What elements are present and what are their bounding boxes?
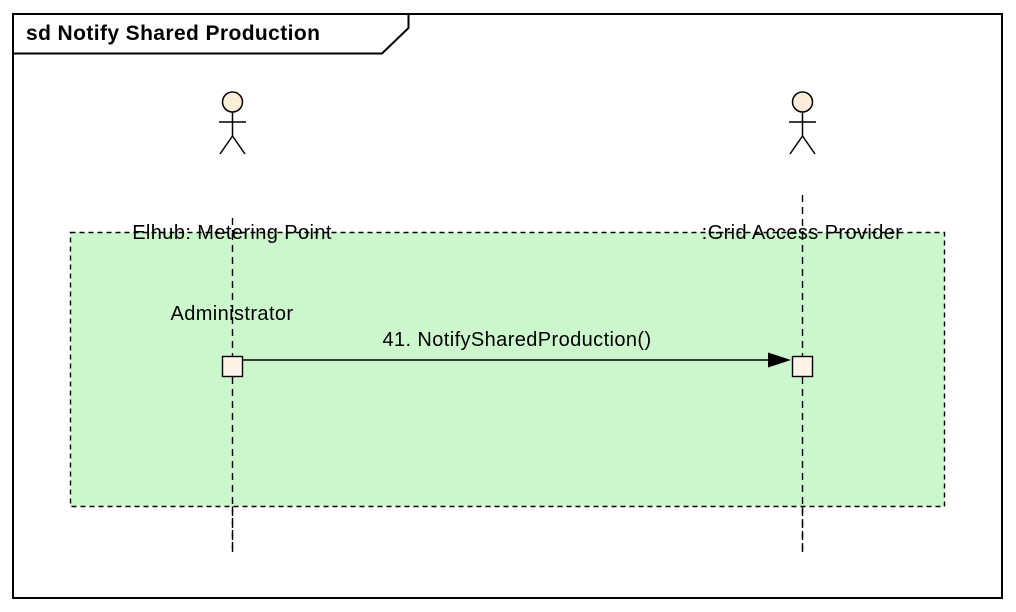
actor-label-line: Administrator bbox=[170, 303, 294, 325]
diagram-frame bbox=[12, 13, 1003, 599]
actor-figure-grid-access-provider bbox=[789, 91, 816, 155]
message-arrowhead-icon bbox=[768, 352, 791, 368]
frame-title: sd Notify Shared Production bbox=[26, 22, 321, 45]
actor-head-left bbox=[221, 91, 244, 113]
message-label: 41. NotifySharedProduction() bbox=[382, 329, 652, 351]
actor-leg-right-1 bbox=[789, 135, 804, 155]
actor-label-grid-access-provider: :Grid Access Provider bbox=[652, 166, 952, 301]
actor-label-line: :Grid Access Provider bbox=[701, 222, 903, 244]
frame-title-pentagon bbox=[12, 13, 410, 55]
actor-leg-left-2 bbox=[231, 135, 246, 155]
actor-label-metering-point-administrator: Elhub: Metering Point Administrator bbox=[62, 166, 402, 382]
actor-leg-left-1 bbox=[219, 135, 234, 155]
activation-box-right bbox=[791, 355, 814, 378]
actor-label-line: Elhub: Metering Point bbox=[132, 222, 332, 244]
actor-figure-metering-point-administrator bbox=[219, 91, 246, 155]
actor-head-right bbox=[791, 91, 814, 113]
actor-leg-right-2 bbox=[801, 135, 816, 155]
activation-box-left bbox=[221, 355, 244, 378]
